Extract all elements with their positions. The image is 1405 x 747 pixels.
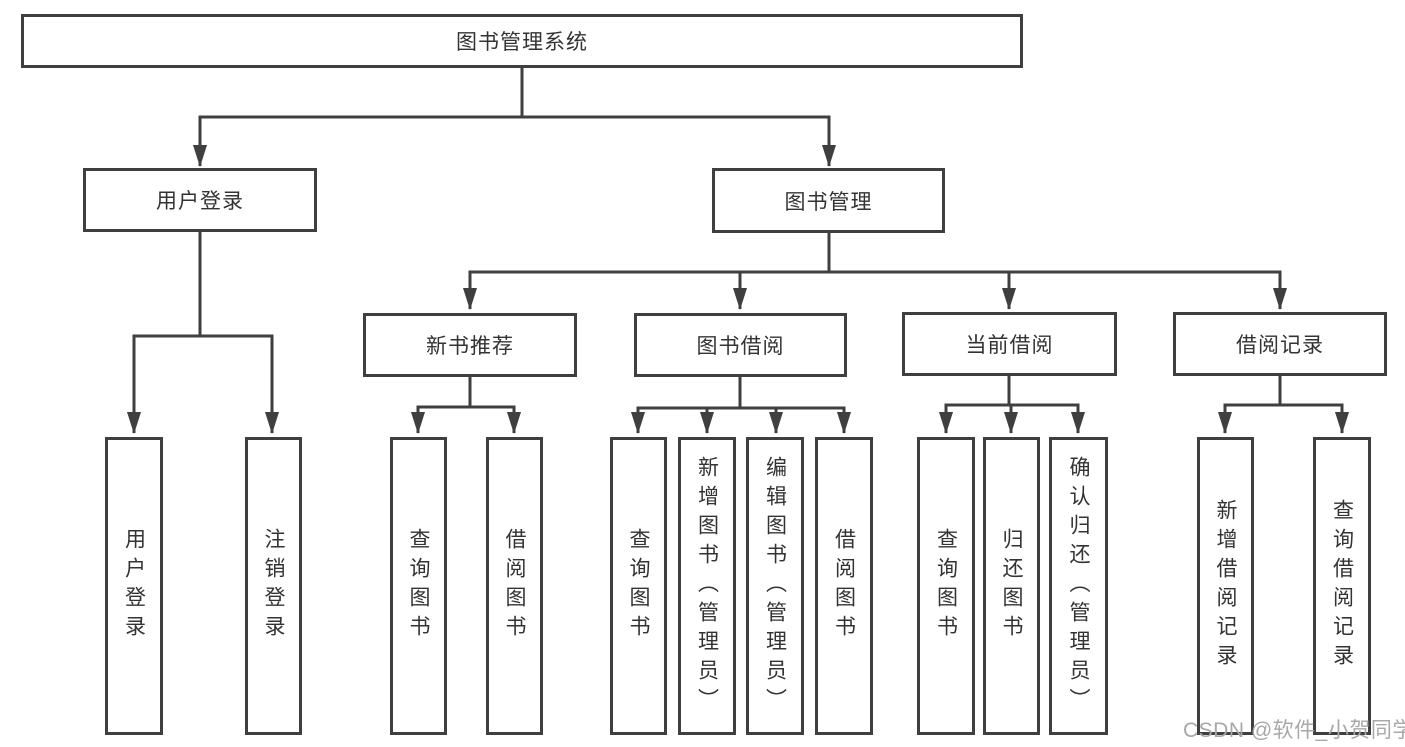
leaf-add-books-admin: 新增图书（管理员） — [678, 437, 736, 735]
leaf-query-books-recommend-label: 查询图书 — [407, 528, 430, 644]
leaf-logout-label: 注销登录 — [262, 528, 285, 644]
leaf-query-books-borrowing-label: 查询图书 — [627, 528, 650, 644]
leaf-confirm-return-admin: 确认归还（管理员） — [1049, 437, 1108, 735]
node-borrowing-records: 借阅记录 — [1173, 312, 1387, 376]
leaf-query-borrow-record-label: 查询借阅记录 — [1330, 499, 1354, 673]
csdn-watermark: CSDN @软件_小贺同学 — [1183, 719, 1405, 742]
leaf-return-books: 归还图书 — [983, 437, 1040, 735]
leaf-return-books-label: 归还图书 — [1000, 528, 1023, 644]
node-book-management: 图书管理 — [712, 168, 945, 233]
leaf-user-login-label: 用户登录 — [122, 528, 146, 644]
node-book-borrowing: 图书借阅 — [634, 313, 847, 377]
leaf-confirm-return-admin-label: 确认归还（管理员） — [1067, 455, 1090, 717]
leaf-user-login: 用户登录 — [105, 437, 163, 735]
leaf-query-books-current-label: 查询图书 — [934, 528, 958, 644]
leaf-logout: 注销登录 — [245, 437, 302, 735]
leaf-query-borrow-record: 查询借阅记录 — [1313, 437, 1371, 735]
leaf-borrow-books-recommend-label: 借阅图书 — [503, 528, 526, 644]
leaf-edit-books-admin: 编辑图书（管理员） — [746, 437, 804, 735]
leaf-edit-books-admin-label: 编辑图书（管理员） — [763, 455, 787, 717]
leaf-add-borrow-record-label: 新增借阅记录 — [1214, 499, 1237, 673]
node-root-library-system: 图书管理系统 — [21, 14, 1023, 68]
leaf-query-books-borrowing: 查询图书 — [610, 437, 667, 735]
leaf-borrow-books-borrowing-label: 借阅图书 — [832, 528, 856, 644]
node-new-book-recommendation: 新书推荐 — [363, 313, 577, 377]
leaf-borrow-books-borrowing: 借阅图书 — [815, 437, 873, 735]
leaf-add-borrow-record: 新增借阅记录 — [1197, 437, 1254, 735]
leaf-borrow-books-recommend: 借阅图书 — [486, 437, 543, 735]
leaf-add-books-admin-label: 新增图书（管理员） — [695, 455, 719, 717]
leaf-query-books-current: 查询图书 — [917, 437, 975, 735]
node-user-login: 用户登录 — [83, 168, 317, 232]
leaf-query-books-recommend: 查询图书 — [390, 437, 447, 735]
node-current-borrowing: 当前借阅 — [902, 312, 1117, 376]
